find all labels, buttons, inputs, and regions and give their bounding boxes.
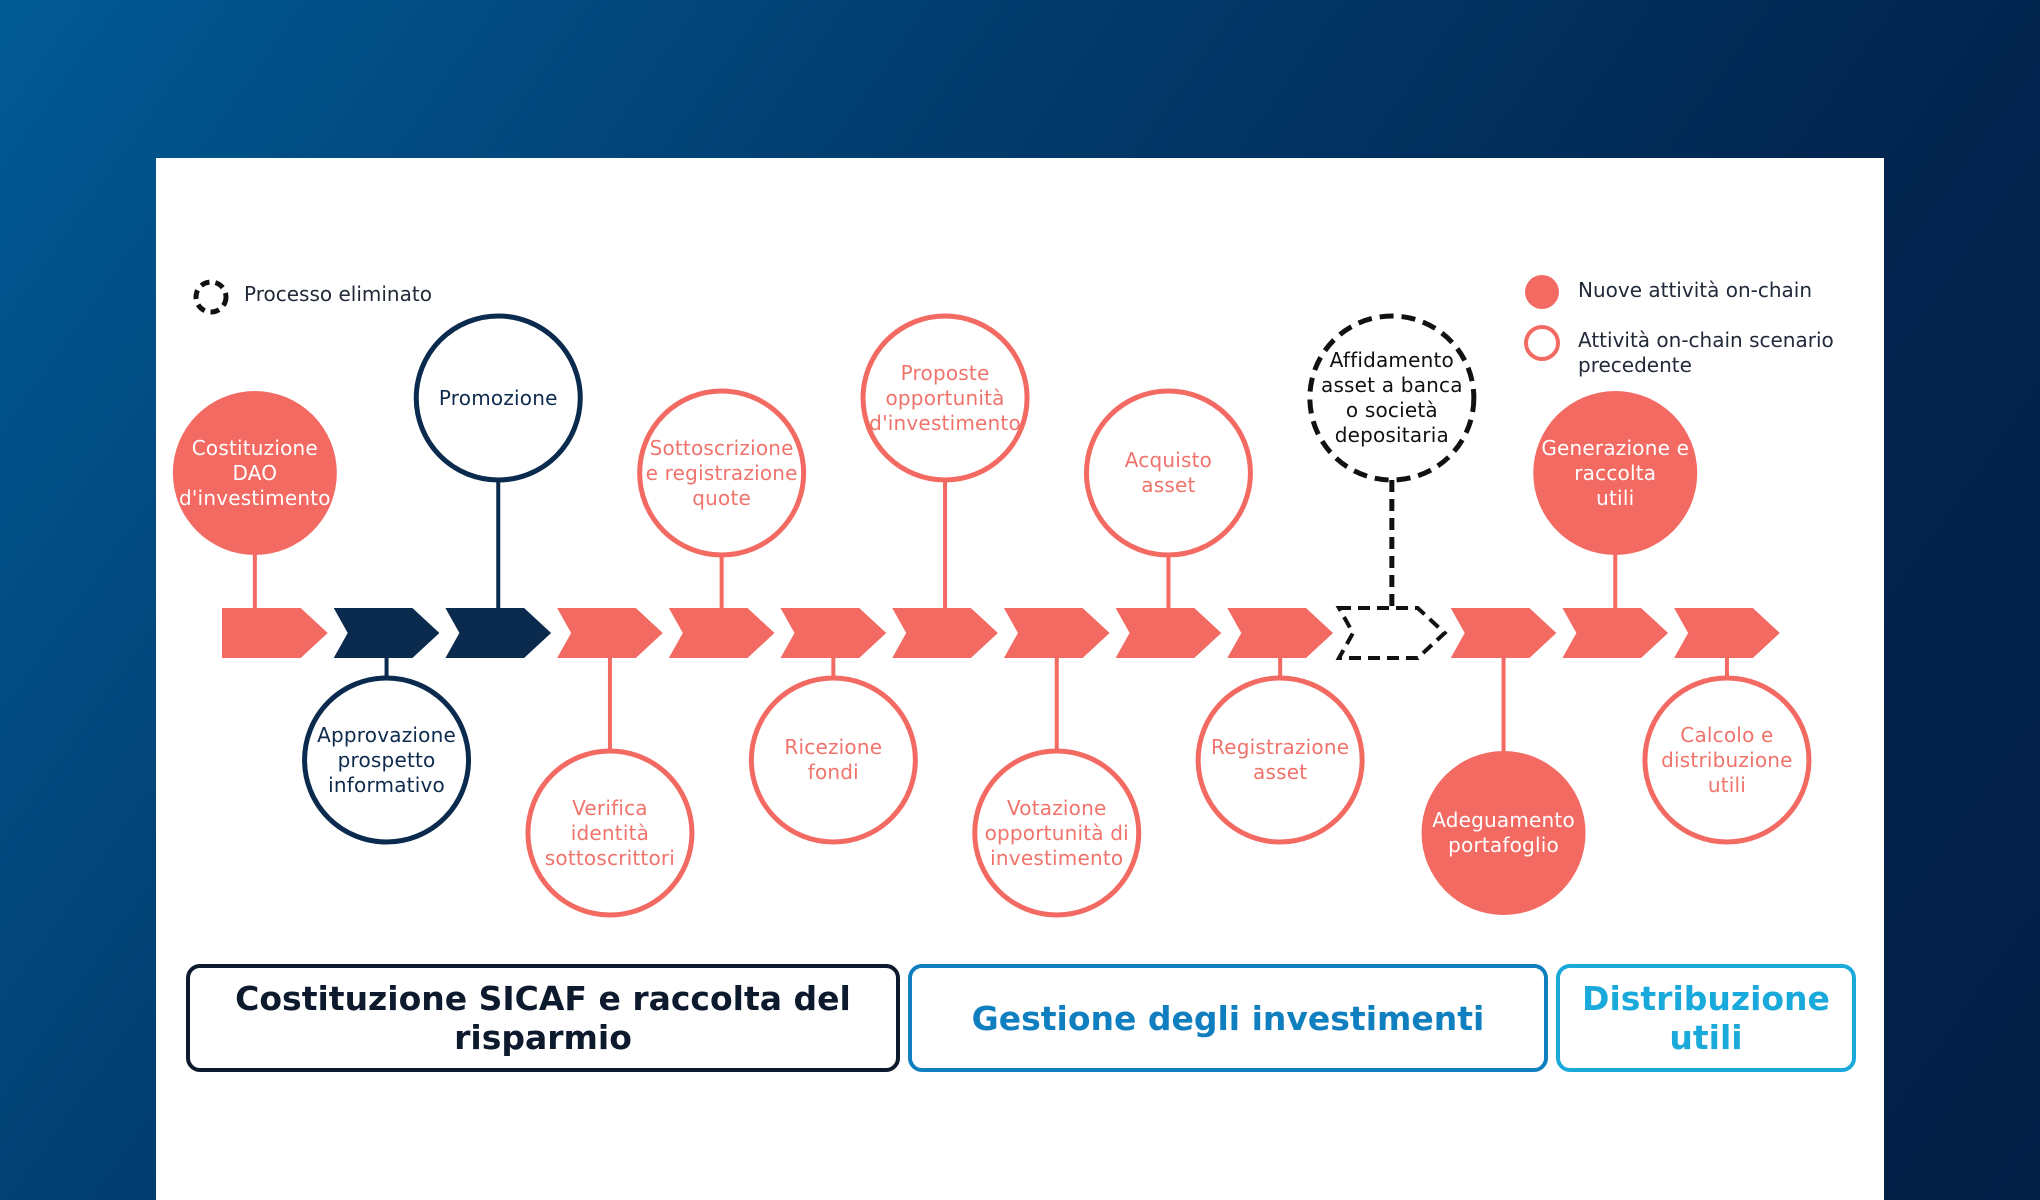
node-label: Costituzione DAO d'investimento <box>178 435 331 510</box>
legend-previous-onchain-icon <box>1524 325 1560 361</box>
legend-new-onchain-label: Nuove attività on-chain <box>1578 278 1813 302</box>
node-circle <box>1083 388 1253 558</box>
node-label: Affidamento asset a banca o società depo… <box>1320 348 1463 447</box>
node-circle <box>172 391 337 555</box>
node-label: Verifica identità sottoscrittori <box>544 795 676 870</box>
node-label: Adeguamento portafoglio <box>1432 808 1575 857</box>
node-label: Registrazione asset <box>1211 735 1350 784</box>
timeline-chevron <box>445 608 552 658</box>
timeline-chevron <box>1003 608 1110 658</box>
process-diagram <box>172 275 1812 918</box>
timeline-chevron <box>1562 608 1669 658</box>
node-label: Approvazione prospetto informativo <box>317 722 456 797</box>
node-label: Promozione <box>438 385 558 410</box>
legend-previous-onchain-label: Attività on-chain scenario precedente <box>1578 328 1834 377</box>
node-circle <box>302 675 472 845</box>
node-circle <box>1642 675 1812 845</box>
node-label: Sottoscrizione e registrazione quote <box>645 435 798 510</box>
timeline-chevron <box>1335 606 1448 660</box>
legend-eliminated-icon <box>193 279 229 315</box>
node-circle <box>1533 391 1698 555</box>
node-circle <box>860 313 1030 483</box>
timeline-chevron <box>780 608 887 658</box>
node-circle <box>1307 313 1477 483</box>
node-label: Votazione opportunità di investimento <box>984 795 1129 870</box>
node-label: Generazione e raccolta utili <box>1541 435 1690 510</box>
node-circle <box>637 388 807 558</box>
timeline-chevron <box>668 608 775 658</box>
timeline-chevron <box>892 608 998 658</box>
phase-costituzione-sicaf: Costituzione SICAF e raccolta del rispar… <box>186 964 900 1072</box>
node-circle <box>1195 675 1365 845</box>
phase-gestione-investimenti: Gestione degli investimenti <box>908 964 1548 1072</box>
legend-eliminated-label: Processo eliminato <box>244 282 432 306</box>
phase-label: Costituzione SICAF e raccolta del rispar… <box>235 979 851 1057</box>
node-label: Calcolo e distribuzione utili <box>1661 722 1793 797</box>
node-circle <box>972 748 1142 918</box>
phase-distribuzione-utili: Distribuzione utili <box>1556 964 1856 1072</box>
phase-label: Distribuzione utili <box>1582 979 1830 1057</box>
timeline-chevron <box>222 608 328 658</box>
timeline-chevron <box>1115 608 1222 658</box>
diagram-card: Processo eliminato Nuove attività on-cha… <box>156 158 1884 1200</box>
node-circle <box>413 313 583 483</box>
node-label: Proposte opportunità d'investimento <box>869 360 1021 435</box>
node-circle <box>525 748 695 918</box>
timeline-chevron <box>557 608 663 658</box>
node-label: Ricezione fondi <box>784 735 883 784</box>
timeline-chevron <box>1227 608 1333 658</box>
timeline-chevron <box>1674 608 1780 658</box>
phase-label: Gestione degli investimenti <box>971 998 1485 1038</box>
node-circle <box>748 675 918 845</box>
timeline-chevron <box>333 608 440 658</box>
node-label: Acquisto asset <box>1124 448 1213 497</box>
timeline-chevron <box>1450 608 1557 658</box>
node-circle <box>1421 751 1586 915</box>
legend-new-onchain-icon <box>1525 275 1559 309</box>
